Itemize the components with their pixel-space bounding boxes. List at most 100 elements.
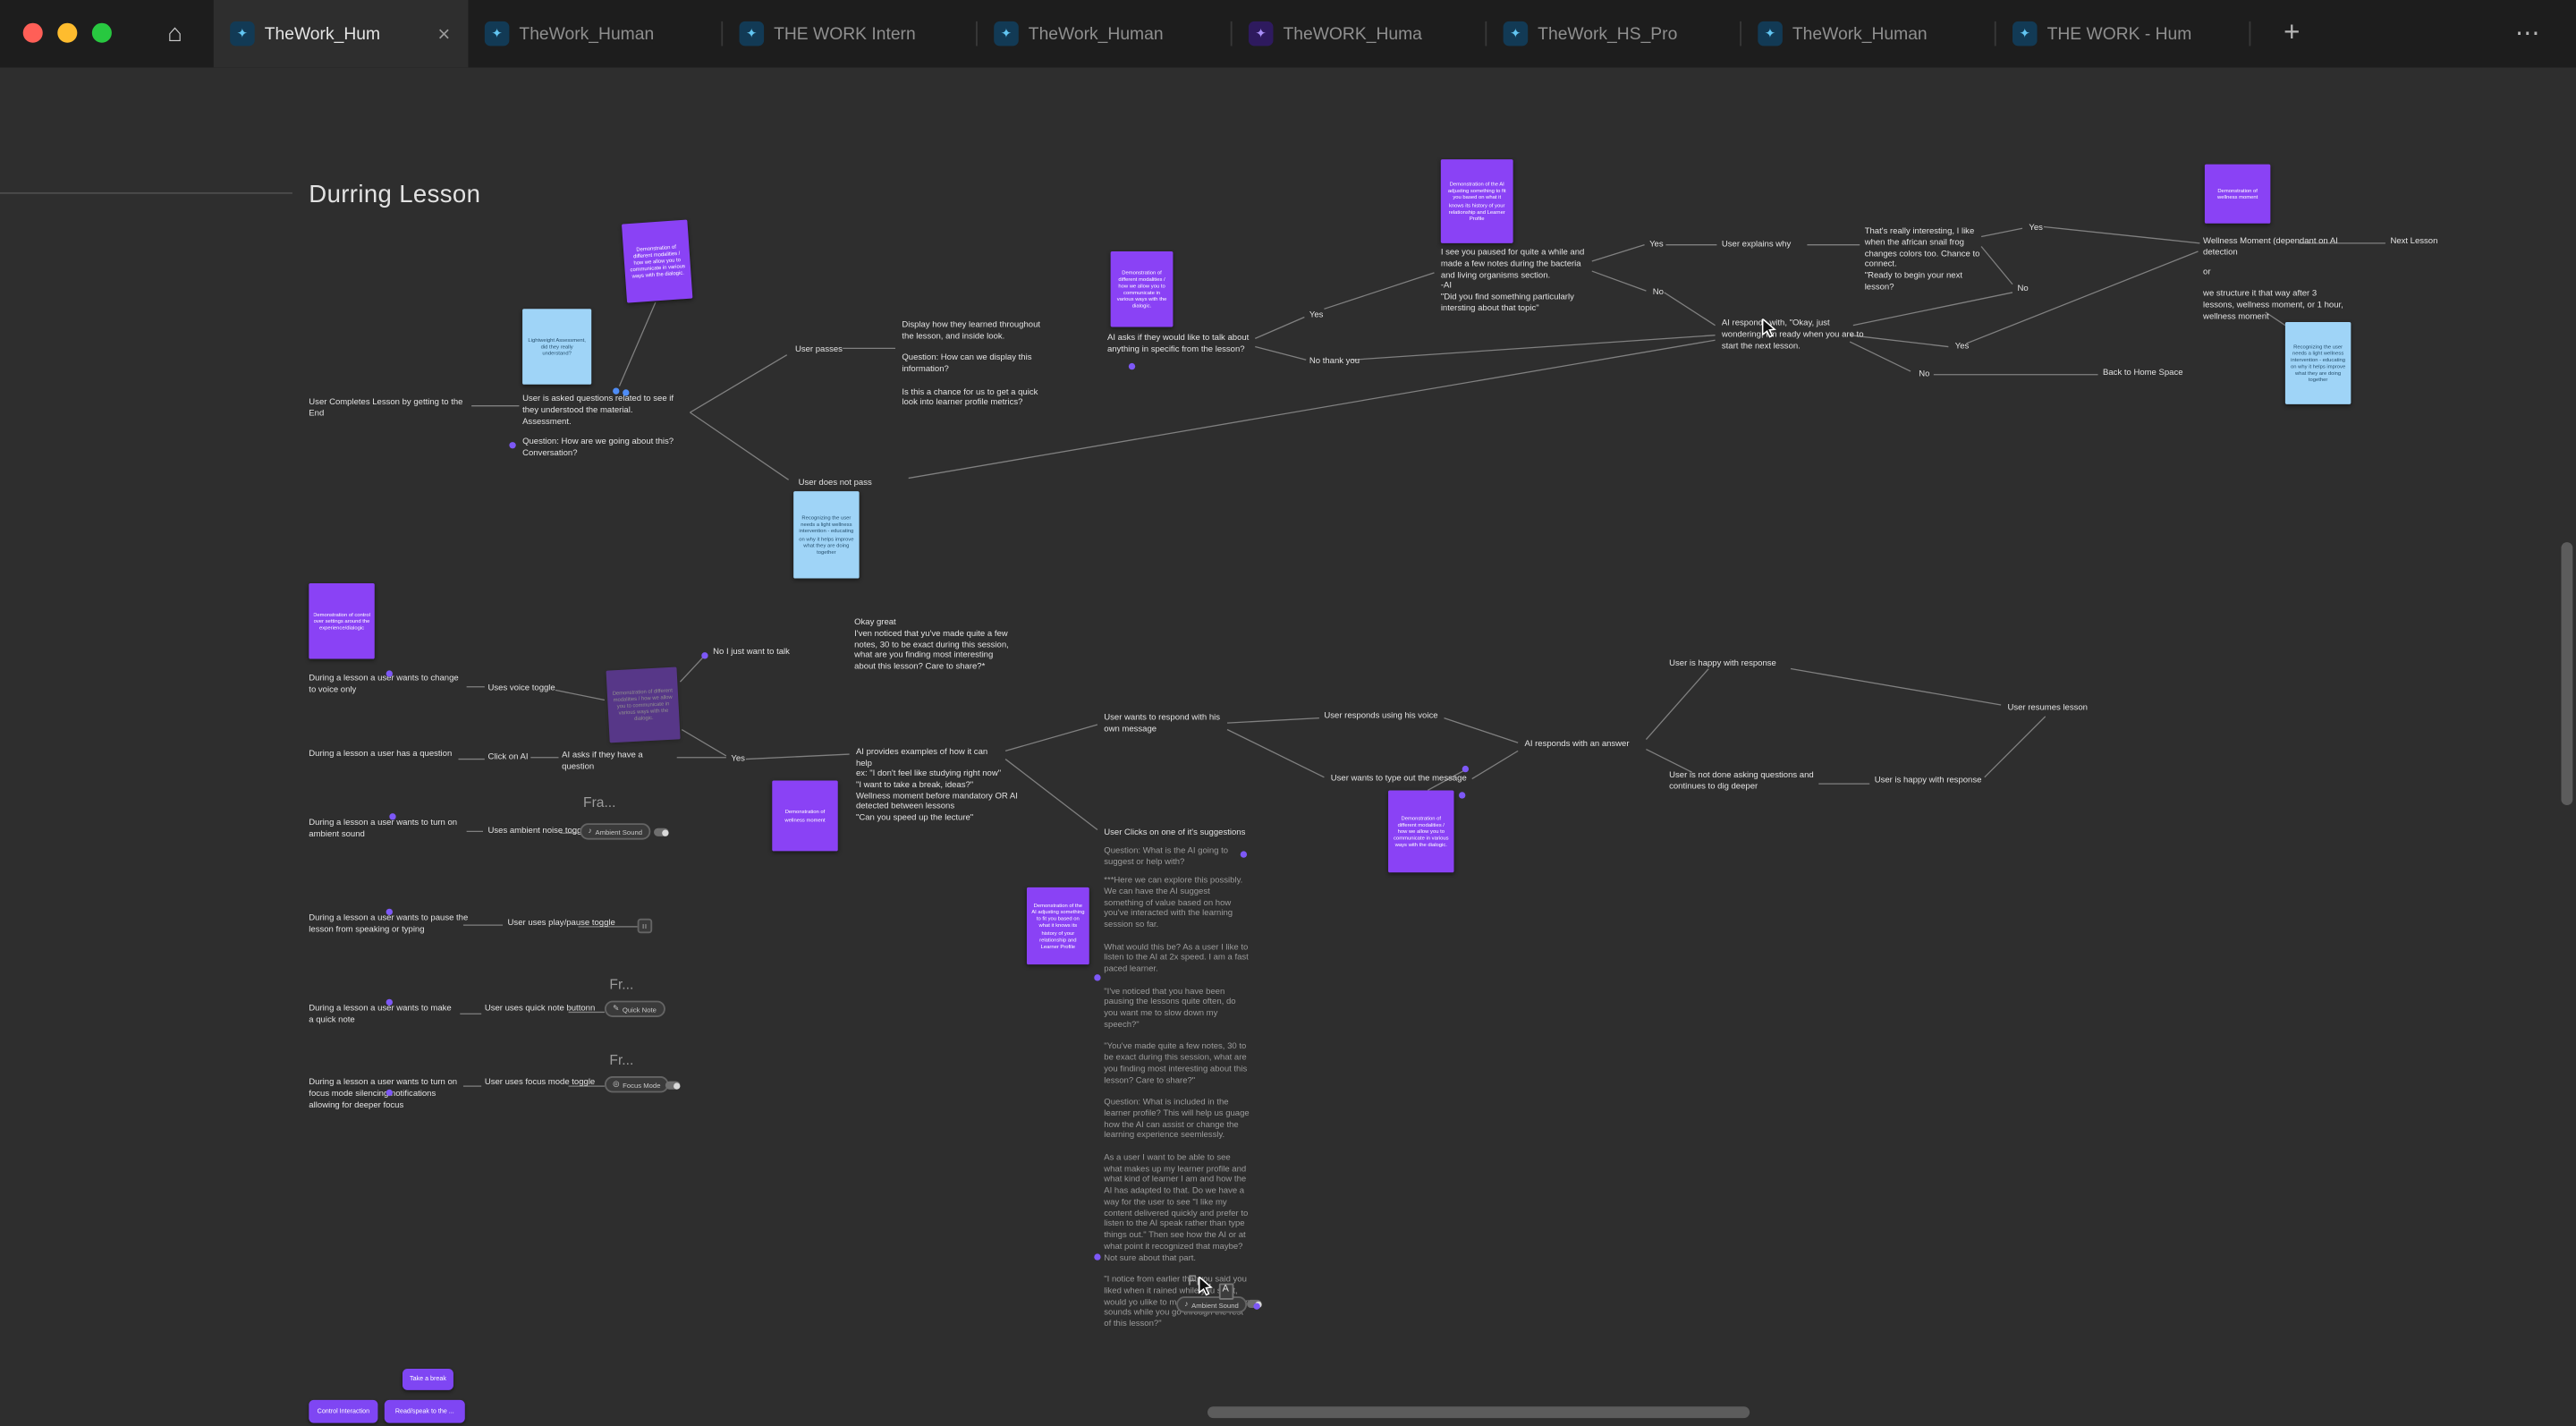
marker-dot[interactable] — [701, 652, 708, 659]
flow-label[interactable]: Click on AI — [487, 752, 529, 763]
flow-label[interactable]: Yes — [2029, 223, 2043, 233]
tab-1[interactable]: ✦TheWork_Hum× — [213, 0, 469, 68]
flow-label[interactable]: During a lesson a user wants to turn on … — [309, 818, 458, 840]
tab-7[interactable]: ✦TheWork_Human — [1741, 0, 1996, 67]
flow-label[interactable]: Next Lesson — [2390, 236, 2438, 247]
tab-5[interactable]: ✦TheWORK_Huma — [1233, 0, 1487, 67]
flow-label[interactable]: Wellness Moment (dependant on AI detecti… — [2203, 236, 2338, 258]
flow-label[interactable]: No I just want to talk — [713, 647, 790, 658]
sticky-note[interactable]: Lightweight Assessment, did they really … — [522, 309, 592, 385]
sticky-note[interactable]: Demonstration of the AI adjusting someth… — [1026, 887, 1089, 965]
tab-6[interactable]: ✦TheWork_HS_Pro — [1487, 0, 1741, 67]
quick-note-pill[interactable]: ✎Quick Note — [604, 1000, 665, 1017]
flow-label[interactable]: User does not pass — [798, 478, 872, 488]
minimize-window-button[interactable] — [57, 22, 78, 43]
flow-label[interactable]: During a lesson a user wants to make a q… — [309, 1004, 452, 1025]
flow-label[interactable]: AI asks if they would like to talk about… — [1106, 333, 1250, 355]
marker-dot[interactable] — [1240, 851, 1248, 858]
flow-label[interactable]: User responds using his voice — [1324, 711, 1438, 722]
flow-label[interactable]: Okay great I'ven noticed that yu've made… — [854, 617, 1009, 673]
vertical-scrollbar[interactable] — [2561, 542, 2573, 805]
sticky-note[interactable]: Recognizing the user needs a light welln… — [793, 491, 860, 579]
flow-label[interactable]: User uses focus mode toggle — [484, 1077, 596, 1088]
flow-label[interactable]: AI responds with an answer — [1524, 739, 1630, 750]
marker-dot[interactable] — [623, 389, 630, 396]
flow-label[interactable]: Yes — [731, 754, 745, 765]
close-tab-icon[interactable]: × — [437, 21, 451, 47]
flow-label[interactable]: User is asked questions related to see i… — [522, 394, 674, 427]
frame-name-label[interactable]: Fr... — [609, 976, 634, 993]
flow-label[interactable]: AI responds with, "Okay, just wondering,… — [1721, 318, 1864, 352]
flow-label[interactable]: ex: "I don't feel like studying right no… — [855, 768, 1018, 824]
flow-label[interactable]: Back to Home Space — [2103, 368, 2183, 378]
tab-3[interactable]: ✦THE WORK Intern — [723, 0, 978, 67]
sticky-note[interactable]: Demonstration of the AI adjusting someth… — [1440, 159, 1513, 243]
flow-label[interactable]: During a lesson a user wants to change t… — [309, 674, 459, 695]
sticky-note[interactable]: Demonstration of control over settings a… — [309, 583, 375, 659]
marker-dot[interactable] — [386, 908, 393, 916]
flow-label[interactable]: Display how they learned throughout the … — [902, 320, 1041, 408]
marker-dot[interactable] — [1094, 1253, 1101, 1260]
flow-label[interactable]: No — [2017, 284, 2029, 294]
flow-label[interactable]: User is happy with response — [1669, 658, 1776, 669]
flow-label[interactable]: we structure it that way after 3 lessons… — [2203, 289, 2343, 322]
read-speak-to-the-button[interactable]: Read/speak to the ... — [384, 1399, 465, 1423]
flow-label[interactable]: User uses quick note buttonn — [484, 1004, 596, 1014]
sticky-note[interactable]: Demonstration of different modalities / … — [1388, 790, 1454, 873]
flow-label[interactable]: No — [1652, 287, 1664, 298]
ambient-sound-pill[interactable]: ♪Ambient Sound — [580, 823, 651, 840]
frame-name-label[interactable]: Fr... — [609, 1051, 634, 1068]
flow-label[interactable]: ***Here we can explore this possibly. We… — [1104, 875, 1250, 1329]
flow-label[interactable]: No — [1919, 369, 1930, 380]
new-tab-button[interactable]: + — [2284, 16, 2301, 48]
flow-label[interactable]: User Clicks on one of it's suggestions — [1104, 828, 1246, 838]
flow-label[interactable]: User resumes lesson — [2007, 703, 2089, 714]
flow-label[interactable]: Yes — [1649, 240, 1664, 250]
flow-label[interactable]: Question: How are we going about this? C… — [522, 437, 674, 458]
play-pause-button[interactable]: II — [637, 918, 653, 934]
marker-dot[interactable] — [386, 998, 393, 1006]
flow-label[interactable]: I see you paused for quite a while and m… — [1440, 248, 1585, 314]
marker-dot[interactable] — [1094, 974, 1101, 981]
flow-label[interactable]: AI provides examples of how it can help — [855, 747, 988, 769]
sticky-note[interactable]: Demonstration of wellness moment — [2204, 164, 2271, 224]
focus-mode-pill[interactable]: ◎Focus Mode — [604, 1076, 669, 1093]
take-a-breakbutton[interactable]: Take a break — [402, 1368, 453, 1390]
flow-label[interactable]: No thank you — [1309, 356, 1360, 367]
tab-4[interactable]: ✦TheWork_Human — [978, 0, 1233, 67]
zoom-window-button[interactable] — [91, 22, 112, 43]
tab-8[interactable]: ✦THE WORK - Hum — [1996, 0, 2251, 67]
horizontal-scrollbar[interactable] — [1207, 1406, 1750, 1419]
flow-label[interactable]: Yes — [1309, 310, 1324, 321]
marker-dot[interactable] — [509, 442, 516, 449]
marker-dot[interactable] — [389, 813, 396, 820]
close-window-button[interactable] — [22, 22, 43, 43]
flow-label[interactable]: or — [2203, 267, 2211, 278]
section-title[interactable]: Durring Lesson — [309, 181, 481, 209]
sticky-note[interactable]: Demonstration of different modalities / … — [621, 219, 693, 303]
marker-dot[interactable] — [1253, 1303, 1260, 1310]
flow-label[interactable]: User is not done asking questions and co… — [1669, 770, 1814, 792]
flow-label[interactable]: User explains why — [1721, 240, 1792, 250]
sticky-note[interactable]: Demonstration of different modalities / … — [1110, 251, 1174, 327]
marker-dot[interactable] — [1128, 362, 1136, 370]
marker-dot[interactable] — [613, 387, 620, 395]
flow-label[interactable]: Yes — [1954, 342, 1970, 352]
flow-label[interactable]: During a lesson a user wants to pause th… — [309, 913, 469, 935]
tab-2[interactable]: ✦TheWork_Human — [468, 0, 724, 67]
flow-label[interactable]: During a lesson a user has a question — [309, 749, 453, 760]
sticky-note[interactable]: Recognizing the user needs a light welln… — [2284, 321, 2351, 404]
flow-label[interactable]: Question: What is the AI going to sugges… — [1104, 845, 1229, 868]
sticky-note[interactable]: Demonstration of different modalities / … — [606, 666, 681, 743]
toggle-switch[interactable] — [665, 1081, 681, 1090]
flow-label[interactable]: Uses voice toggle — [487, 683, 555, 694]
flow-label[interactable]: Uses ambient noise toggle — [487, 826, 589, 836]
home-icon[interactable]: ⌂ — [167, 20, 182, 48]
frame-name-label[interactable]: Fra... — [583, 794, 616, 811]
flow-label[interactable]: User is happy with response — [1874, 775, 1982, 785]
flow-label[interactable]: AI asks if they have a question — [562, 751, 643, 772]
flow-label[interactable]: That's really interesting, I like when t… — [1864, 226, 1980, 293]
flow-label[interactable]: During a lesson a user wants to turn on … — [309, 1077, 458, 1110]
flow-label[interactable]: User Completes Lesson by getting to the … — [309, 397, 463, 419]
